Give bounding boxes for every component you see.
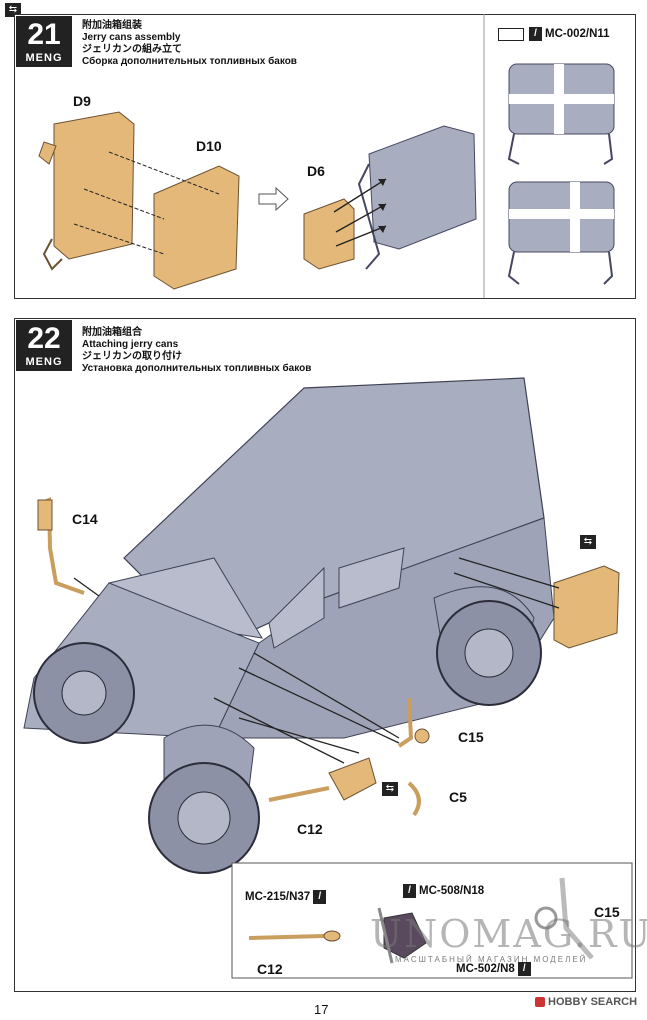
source-watermark: HOBBY SEARCH [535, 996, 637, 1008]
title-cn: 附加油箱组装 [82, 20, 142, 31]
step-21-number: 21 [27, 18, 61, 51]
title-ru: Сборка дополнительных топливных баков [82, 56, 297, 67]
step-22-badge: 22 MENG [16, 320, 72, 371]
watermark-subtext: МАСШТАБНЫЙ МАГАЗИН МОДЕЛЕЙ [395, 955, 588, 964]
inset-paint-b-text: MC-508/N18 [419, 885, 485, 898]
flip-arrow-icon: ⇆ [580, 535, 596, 549]
part-c15-label: C15 [458, 729, 484, 745]
part-c5-label: C5 [449, 789, 467, 805]
page-number: 17 [314, 1002, 329, 1017]
title-en: Jerry cans assembly [82, 32, 181, 43]
title-en: Attaching jerry cans [82, 339, 179, 350]
step-21-title: 附加油箱组装 Jerry cans assembly ジェリカンの組み立て Сб… [82, 20, 297, 68]
part-d9-drawing [38, 111, 135, 271]
part-c14-label: C14 [72, 511, 98, 527]
step-21-brand: MENG [25, 52, 63, 64]
paint-brush-icon: / [403, 884, 416, 898]
inset-paint-b: /MC-508/N18 [400, 884, 484, 898]
part-d9-label: D9 [73, 93, 91, 109]
inset-part-c12-label: C12 [257, 961, 283, 977]
flip-arrow-icon: ⇆ [382, 782, 398, 796]
title-ru: Установка дополнительных топливных баков [82, 363, 312, 374]
step-22-brand: MENG [25, 356, 63, 368]
part-d10-drawing [153, 165, 240, 290]
step-21-badge: 21 MENG [16, 16, 72, 67]
part-d10-label: D10 [196, 138, 222, 154]
inset-paint-c: MC-502/N8/ [456, 962, 534, 976]
paint-code-step21: /MC-002/N11 [526, 27, 610, 41]
step-21-illustration [38, 14, 615, 298]
paint-code-text: MC-002/N11 [545, 28, 610, 41]
inset-paint-a-text: MC-215/N37 [245, 891, 311, 904]
title-jp: ジェリカンの取り付け [82, 351, 182, 362]
watermark-text: UNOMAG.RU [370, 912, 647, 956]
white-paint-swatch [498, 28, 524, 41]
inset-paint-c-text: MC-502/N8 [456, 963, 515, 976]
source-logo-icon [535, 997, 545, 1008]
title-jp: ジェリカンの組み立て [82, 44, 182, 55]
source-watermark-text: HOBBY SEARCH [548, 996, 638, 1008]
flip-arrow-icon: ⇆ [5, 3, 21, 17]
part-c12-label: C12 [297, 821, 323, 837]
paint-brush-icon: / [529, 27, 542, 41]
step-22-number: 22 [27, 322, 61, 355]
step-22-illustration [23, 377, 633, 979]
paint-brush-icon: / [313, 890, 327, 904]
step-22-title: 附加油箱组合 Attaching jerry cans ジェリカンの取り付け У… [82, 327, 311, 375]
inset-part-c15-label: C15 [594, 904, 620, 920]
part-d6-label: D6 [307, 163, 325, 179]
paint-brush-icon: / [517, 962, 531, 976]
title-cn: 附加油箱组合 [82, 327, 142, 338]
inset-paint-a: MC-215/N37/ [245, 890, 329, 904]
